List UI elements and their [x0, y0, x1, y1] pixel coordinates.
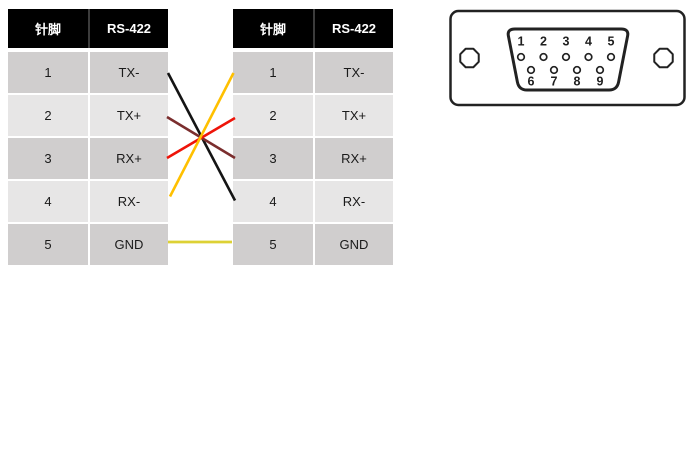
right-screw-hole-icon [653, 47, 674, 69]
right-pin-table: 针脚 RS-422 1 TX- 2 TX+ 3 RX+ 4 RX- 5 GND [233, 9, 393, 267]
table-row: 5 GND [233, 224, 393, 265]
table-row: 4 RX- [233, 181, 393, 222]
pin-number-cell: 1 [233, 52, 313, 93]
right-header-rs422: RS-422 [315, 9, 393, 48]
pin-number-cell: 2 [233, 95, 313, 136]
left-screw-hole-icon [459, 47, 480, 69]
pin-hole-9 [595, 65, 605, 75]
left-header-pin: 针脚 [8, 9, 88, 48]
pin-hole-7 [549, 65, 559, 75]
pin-label-7: 7 [551, 75, 558, 89]
signal-cell: RX- [315, 181, 393, 222]
pin-label-9: 9 [597, 75, 604, 89]
pin-hole-2 [539, 52, 548, 62]
table-row: 1 TX- [8, 52, 168, 93]
table-row: 3 RX+ [233, 138, 393, 179]
signal-cell: TX+ [90, 95, 168, 136]
pin-label-2: 2 [540, 35, 547, 49]
table-row: 2 TX+ [8, 95, 168, 136]
signal-cell: TX- [315, 52, 393, 93]
signal-cell: GND [90, 224, 168, 265]
table-row: 2 TX+ [233, 95, 393, 136]
right-table-header-row: 针脚 RS-422 [233, 9, 393, 48]
right-header-pin: 针脚 [233, 9, 313, 48]
pin-hole-8 [572, 65, 582, 75]
left-header-rs422: RS-422 [90, 9, 168, 48]
table-row: 3 RX+ [8, 138, 168, 179]
table-row: 1 TX- [233, 52, 393, 93]
pin-number-cell: 5 [8, 224, 88, 265]
pin-hole-4 [584, 52, 593, 62]
pin-number-cell: 3 [233, 138, 313, 179]
wire-tx-minus-to-rx-minus [166, 72, 237, 202]
pin-label-4: 4 [585, 35, 592, 49]
pin-number-cell: 2 [8, 95, 88, 136]
pin-hole-6 [526, 65, 536, 75]
pin-hole-3 [561, 52, 571, 62]
signal-cell: TX- [90, 52, 168, 93]
signal-cell: RX- [90, 181, 168, 222]
left-pin-table: 针脚 RS-422 1 TX- 2 TX+ 3 RX+ 4 RX- 5 GND [8, 9, 168, 267]
pin-label-8: 8 [574, 75, 581, 89]
pin-number-cell: 3 [8, 138, 88, 179]
signal-cell: GND [315, 224, 393, 265]
table-row: 5 GND [8, 224, 168, 265]
left-table-header-row: 针脚 RS-422 [8, 9, 168, 48]
pin-number-cell: 4 [8, 181, 88, 222]
pin-label-6: 6 [528, 75, 535, 89]
pin-number-cell: 1 [8, 52, 88, 93]
db9-connector-drawing: 1 2 3 4 5 6 7 8 9 [449, 9, 686, 107]
pin-hole-5 [606, 52, 616, 62]
wire-rx-minus-to-tx-minus [168, 72, 235, 198]
pin-label-3: 3 [563, 35, 570, 49]
pin-number-cell: 5 [233, 224, 313, 265]
pin-number-cell: 4 [233, 181, 313, 222]
wire-rx-plus-to-tx-plus [166, 116, 236, 160]
signal-cell: RX+ [90, 138, 168, 179]
wire-tx-plus-to-rx-plus [166, 115, 236, 160]
pin-label-5: 5 [608, 35, 615, 49]
signal-cell: TX+ [315, 95, 393, 136]
signal-cell: RX+ [315, 138, 393, 179]
table-row: 4 RX- [8, 181, 168, 222]
pin-label-1: 1 [518, 35, 525, 49]
pin-hole-1 [516, 52, 526, 62]
